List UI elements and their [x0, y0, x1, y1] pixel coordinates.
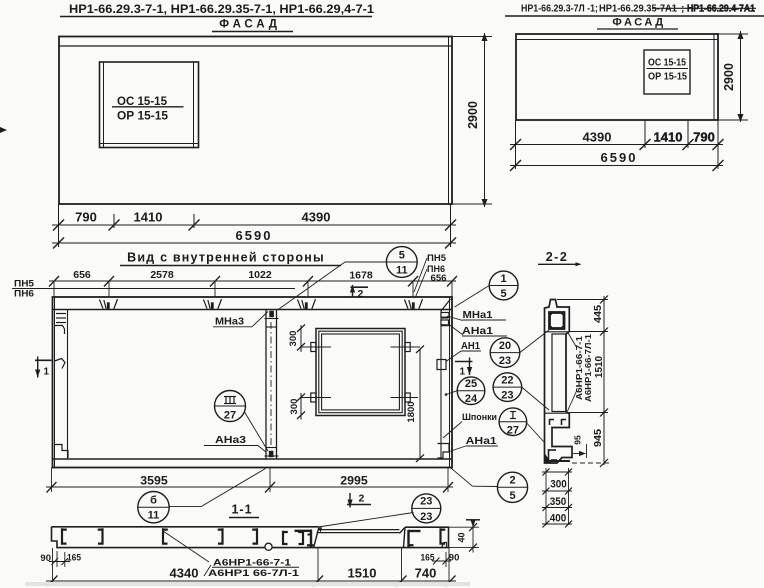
svg-text:1-1: 1-1	[231, 503, 252, 517]
svg-text:1510: 1510	[348, 566, 377, 581]
svg-text:20: 20	[499, 340, 511, 352]
svg-text:2: 2	[358, 288, 364, 300]
svg-text:23: 23	[420, 496, 432, 508]
svg-text:ФАСАД: ФАСАД	[219, 19, 281, 31]
svg-text:ПН6: ПН6	[427, 264, 445, 275]
svg-text:1678: 1678	[349, 270, 373, 282]
svg-text:НР1-66.29.35-7А1: НР1-66.29.35-7А1	[599, 4, 677, 15]
svg-text:1510: 1510	[594, 356, 605, 378]
svg-text:740: 740	[415, 566, 437, 581]
svg-text:ПН5: ПН5	[14, 279, 35, 290]
svg-text:4390: 4390	[302, 210, 331, 225]
svg-text:1410: 1410	[134, 210, 163, 225]
svg-text:ОС 15-15: ОС 15-15	[117, 96, 168, 108]
svg-text:400: 400	[550, 513, 567, 525]
svg-text:1022: 1022	[248, 269, 272, 281]
svg-text:24: 24	[465, 393, 478, 405]
svg-text:5: 5	[399, 250, 405, 262]
svg-text:1: 1	[501, 273, 507, 285]
svg-text:АНа1: АНа1	[462, 326, 494, 337]
svg-text:ФАСАД: ФАСАД	[612, 17, 665, 29]
svg-text:2-2: 2-2	[546, 250, 569, 264]
svg-text:А6НР1 66-7Л-1: А6НР1 66-7Л-1	[208, 568, 299, 578]
svg-text:300: 300	[550, 479, 567, 491]
svg-text:95: 95	[573, 435, 583, 445]
svg-text:165: 165	[67, 553, 82, 564]
svg-text:2: 2	[509, 475, 515, 487]
svg-text:;: ;	[681, 4, 684, 15]
svg-text:НР1-66.29.3-7-1, НР1-66.29.35-: НР1-66.29.3-7-1, НР1-66.29.35-7-1, НР1-6…	[69, 2, 374, 16]
svg-text:МНа1: МНа1	[463, 310, 493, 321]
svg-text:2578: 2578	[150, 269, 174, 281]
svg-text:НР1-66.29.3-7Л -1;: НР1-66.29.3-7Л -1;	[521, 4, 598, 15]
svg-text:5: 5	[509, 490, 515, 502]
svg-text:4390: 4390	[583, 130, 612, 145]
svg-text:1: 1	[44, 367, 50, 378]
svg-text:4340: 4340	[170, 566, 199, 581]
svg-text:2900: 2900	[722, 63, 736, 91]
svg-text:б: б	[150, 495, 157, 507]
svg-text:350: 350	[550, 496, 567, 508]
svg-text:ПН5: ПН5	[427, 253, 447, 264]
svg-text:ОС 15-15: ОС 15-15	[648, 58, 686, 69]
svg-text:МНа3: МНа3	[215, 317, 244, 328]
svg-text:АН1: АН1	[461, 341, 480, 352]
svg-text:25: 25	[465, 378, 477, 390]
svg-text:1: 1	[460, 367, 466, 378]
svg-text:300: 300	[289, 399, 300, 415]
svg-text:90: 90	[40, 553, 51, 564]
svg-text:22: 22	[501, 375, 513, 387]
svg-text:2: 2	[359, 493, 365, 505]
svg-text:90: 90	[449, 553, 460, 564]
svg-text:790: 790	[75, 210, 97, 225]
svg-text:АНа3: АНа3	[215, 435, 247, 446]
svg-text:1800: 1800	[406, 401, 417, 422]
svg-text:5: 5	[501, 288, 507, 300]
svg-text:790: 790	[693, 130, 715, 145]
svg-text:1410: 1410	[654, 130, 683, 145]
svg-text:656: 656	[431, 273, 447, 284]
svg-text:Шпонки: Шпонки	[462, 412, 497, 423]
svg-text:23: 23	[420, 511, 432, 523]
svg-text:27: 27	[224, 410, 236, 422]
svg-text:2900: 2900	[466, 101, 480, 129]
svg-text:6590: 6590	[601, 150, 638, 165]
svg-text:Вид с внутренней стороны: Вид с внутренней стороны	[127, 251, 325, 265]
svg-text:НР1-66.29.4-7А1: НР1-66.29.4-7А1	[687, 4, 755, 15]
svg-text:АНа1: АНа1	[466, 436, 498, 447]
svg-text:945: 945	[593, 429, 604, 447]
svg-text:165: 165	[421, 553, 436, 564]
svg-text:40: 40	[457, 532, 467, 542]
svg-text:23: 23	[499, 355, 511, 367]
svg-text:А6НР1-66-7-1: А6НР1-66-7-1	[574, 336, 584, 400]
svg-text:27: 27	[507, 425, 519, 437]
svg-text:3595: 3595	[140, 474, 168, 488]
svg-text:11: 11	[396, 265, 408, 277]
svg-text:445: 445	[593, 305, 604, 323]
svg-text:А6НР1-66-7-1: А6НР1-66-7-1	[213, 558, 291, 568]
svg-text:23: 23	[501, 390, 513, 402]
svg-text:ОР 15-15: ОР 15-15	[648, 72, 687, 83]
svg-text:656: 656	[73, 269, 91, 281]
svg-text:А6НР1-66-7Л-1: А6НР1-66-7Л-1	[583, 334, 593, 402]
svg-text:11: 11	[148, 510, 160, 522]
svg-text:300: 300	[288, 331, 299, 347]
svg-text:ОР 15-15: ОР 15-15	[117, 111, 169, 123]
svg-text:2995: 2995	[340, 474, 368, 488]
svg-text:6590: 6590	[236, 228, 273, 243]
svg-text:ПН6: ПН6	[14, 289, 34, 300]
